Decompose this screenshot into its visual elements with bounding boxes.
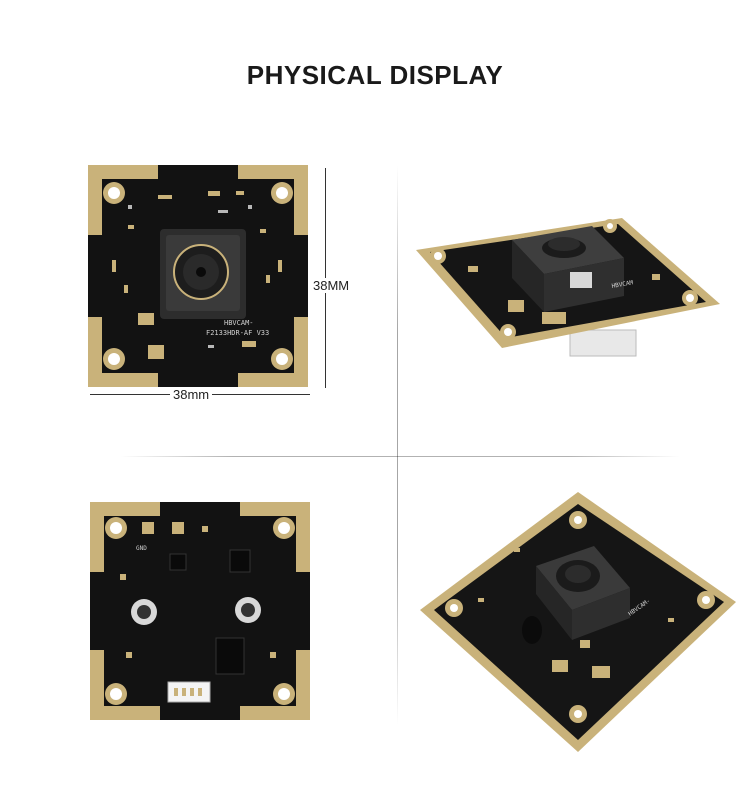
vertical-divider (397, 165, 398, 725)
camera-module-front-view: HBVCAM- F2133HDR-AF V33 (88, 165, 308, 387)
silkscreen-model-line1: HBVCAM- (224, 319, 254, 327)
horizontal-divider (120, 456, 680, 457)
camera-module-angled-icon: HBVCAM (416, 218, 720, 357)
svg-text:HBVCAM: HBVCAM (611, 279, 634, 290)
camera-module-front-icon: HBVCAM- F2133HDR-AF V33 (88, 165, 308, 387)
camera-module-back-view: GND (90, 502, 310, 720)
camera-module-angled-view: HBVCAM (412, 212, 724, 362)
height-dimension-label: 38MM (310, 278, 353, 293)
page-title: PHYSICAL DISPLAY (246, 60, 504, 90)
width-dimension-label: 38mm (170, 387, 213, 402)
camera-module-rotated-icon: HBVCAM- (420, 492, 736, 752)
svg-text:GND: GND (136, 545, 147, 552)
camera-module-rotated-view: HBVCAM- (418, 490, 740, 758)
silkscreen-model-line2: F2133HDR-AF V33 (206, 329, 269, 337)
camera-module-back-icon: GND (90, 502, 310, 720)
